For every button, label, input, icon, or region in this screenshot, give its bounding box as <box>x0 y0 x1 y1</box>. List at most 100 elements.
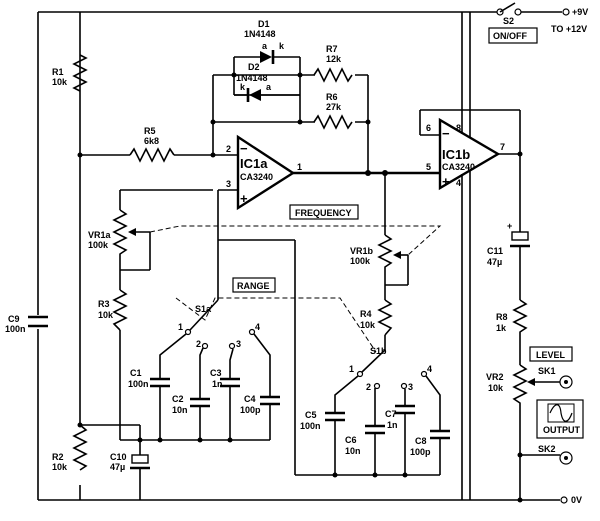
svg-text:3: 3 <box>408 382 413 392</box>
svg-text:CA3240: CA3240 <box>240 172 273 182</box>
svg-text:C3: C3 <box>210 368 222 378</box>
ground-label: 0V <box>571 495 582 505</box>
svg-text:10k: 10k <box>488 383 504 393</box>
switch-s1b: S1b 1 2 3 4 <box>334 346 441 430</box>
power-switch-s2: S2 ON/OFF <box>488 2 538 44</box>
capacitor-c2: C2 10n <box>172 394 210 420</box>
svg-text:FREQUENCY: FREQUENCY <box>295 208 352 218</box>
svg-text:100p: 100p <box>410 447 431 457</box>
opamp-ic1a: IC1a CA3240 − + 2 3 1 <box>80 134 440 211</box>
svg-text:R1: R1 <box>52 67 64 77</box>
range-network-b <box>218 173 441 478</box>
pot-vr1b: VR1b 100k <box>350 234 409 286</box>
socket-sk2: SK2 <box>538 444 573 465</box>
resistor-r8: R8 1k <box>496 312 508 333</box>
svg-text:10k: 10k <box>98 310 114 320</box>
svg-text:1: 1 <box>297 162 302 172</box>
svg-text:47µ: 47µ <box>487 257 502 267</box>
capacitor-c6: C6 10n <box>345 424 385 456</box>
svg-text:SK2: SK2 <box>538 444 556 454</box>
svg-text:VR1b: VR1b <box>350 246 374 256</box>
resistor-r4: R4 10k <box>360 299 393 336</box>
capacitor-c9: C9 100n <box>5 314 48 334</box>
switch-s1a: S1a 1 2 3 4 <box>159 299 271 398</box>
svg-text:C7: C7 <box>385 409 397 419</box>
svg-text:S1a: S1a <box>195 304 212 314</box>
supply-rails <box>37 11 562 501</box>
pot-vr2: VR2 10k <box>486 372 504 393</box>
resistor-r5: R5 6k8 <box>144 126 159 146</box>
svg-text:+: + <box>442 174 450 189</box>
svg-text:1N4148: 1N4148 <box>244 29 276 39</box>
svg-text:S1b: S1b <box>370 346 387 356</box>
supply-range-label: TO +12V <box>551 24 587 34</box>
diode-d2: D2 1N4148 k a <box>234 62 300 102</box>
capacitor-c5: C5 100n <box>300 410 345 440</box>
svg-text:C1: C1 <box>130 368 142 378</box>
svg-text:a: a <box>266 82 272 92</box>
svg-text:100k: 100k <box>88 240 109 250</box>
svg-text:LEVEL: LEVEL <box>536 350 566 360</box>
svg-text:C10: C10 <box>110 452 127 462</box>
svg-text:100n: 100n <box>5 324 26 334</box>
svg-text:4: 4 <box>427 364 432 374</box>
svg-text:R7: R7 <box>326 44 338 54</box>
capacitor-c11: C11 47µ <box>487 246 503 267</box>
svg-text:k: k <box>240 82 246 92</box>
svg-text:C11: C11 <box>487 246 503 256</box>
resistor-r6: R6 27k <box>313 92 355 131</box>
svg-text:VR1a: VR1a <box>88 230 112 240</box>
svg-text:R6: R6 <box>326 92 338 102</box>
svg-text:D1: D1 <box>258 19 270 29</box>
svg-text:7: 7 <box>500 142 505 152</box>
capacitor-c10: C10 47µ <box>77 422 150 500</box>
svg-text:IC1b: IC1b <box>442 147 470 162</box>
diode-d1: D1 1N4148 a k <box>234 19 301 75</box>
svg-text:R8: R8 <box>496 312 508 322</box>
ganged-controls <box>149 225 442 353</box>
s2-label: S2 <box>503 16 514 26</box>
svg-text:CA3240: CA3240 <box>442 162 475 172</box>
svg-text:a: a <box>262 41 268 51</box>
svg-text:47µ: 47µ <box>110 462 125 472</box>
svg-text:100p: 100p <box>240 405 261 415</box>
svg-text:C4: C4 <box>244 394 256 404</box>
capacitor-c3: C3 1n <box>210 368 240 400</box>
svg-text:R2: R2 <box>52 452 64 462</box>
output-label: OUTPUT <box>543 425 581 435</box>
svg-text:R3: R3 <box>98 299 110 309</box>
svg-text:10k: 10k <box>360 320 376 330</box>
svg-text:k: k <box>279 41 285 51</box>
svg-text:10k: 10k <box>52 77 68 87</box>
svg-text:10k: 10k <box>52 462 68 472</box>
svg-text:2: 2 <box>226 144 231 154</box>
resistor-r3: R3 10k <box>98 289 128 331</box>
svg-text:C9: C9 <box>8 314 20 324</box>
svg-text:10n: 10n <box>172 405 188 415</box>
svg-text:1: 1 <box>178 322 183 332</box>
range-network-a <box>119 189 271 443</box>
capacitor-c7: C7 1n <box>385 404 415 430</box>
range-label-box: RANGE <box>232 277 276 293</box>
opamp-ic1b: IC1b CA3240 − + 6 8 5 4 7 <box>418 12 523 500</box>
svg-text:1: 1 <box>349 364 354 374</box>
svg-text:RANGE: RANGE <box>237 281 270 291</box>
svg-text:2: 2 <box>366 382 371 392</box>
output-scope-box: OUTPUT <box>536 399 584 439</box>
svg-text:+: + <box>240 191 248 206</box>
svg-text:C2: C2 <box>172 394 184 404</box>
svg-text:C8: C8 <box>415 436 427 446</box>
svg-text:1n: 1n <box>212 379 223 389</box>
svg-text:4: 4 <box>456 178 461 188</box>
capacitor-c1: C1 100n <box>128 368 170 410</box>
svg-text:VR2: VR2 <box>486 372 504 382</box>
svg-text:1N4148: 1N4148 <box>236 73 268 83</box>
resistor-r1: R1 10k <box>52 54 88 92</box>
svg-text:4: 4 <box>255 322 260 332</box>
svg-text:R4: R4 <box>360 309 372 319</box>
svg-text:6k8: 6k8 <box>144 136 159 146</box>
svg-text:6: 6 <box>426 123 431 133</box>
svg-text:100n: 100n <box>128 379 149 389</box>
capacitor-c4: C4 100p <box>240 394 280 415</box>
svg-text:2: 2 <box>196 339 201 349</box>
